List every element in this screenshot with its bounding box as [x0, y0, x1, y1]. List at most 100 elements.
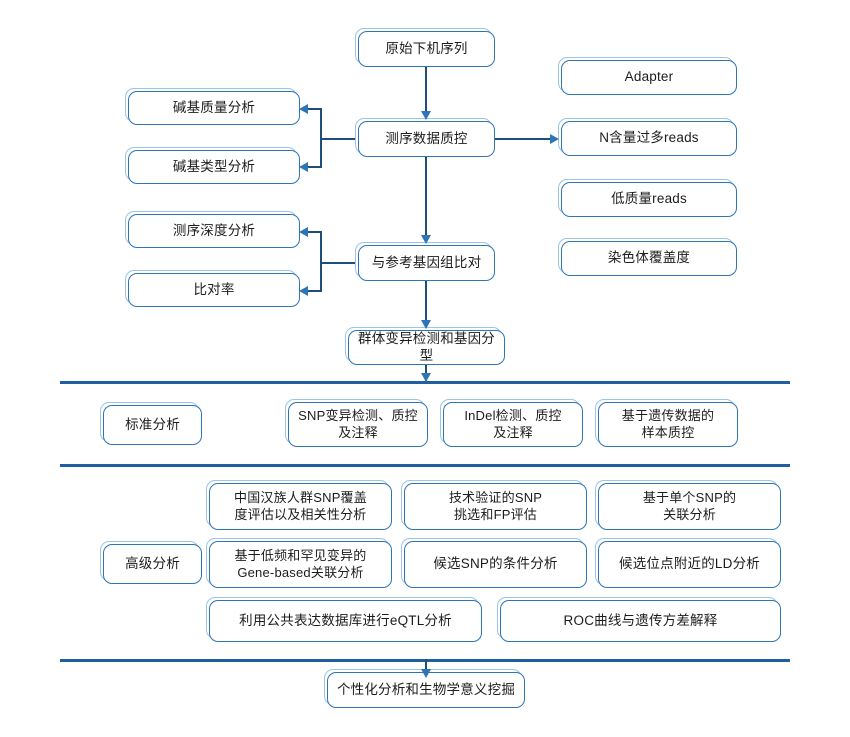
- arrowhead-qc-to-n-reads: [550, 133, 559, 144]
- node-gene-based-association-wrap: 基于低频和罕见变异的 Gene-based关联分析: [206, 538, 392, 588]
- node-snp-calling[interactable]: SNP变异检测、质控 及注释: [288, 402, 428, 447]
- node-indel-calling[interactable]: InDel检测、质控 及注释: [443, 402, 583, 447]
- node-n-reads[interactable]: N含量过多reads: [561, 121, 737, 156]
- node-n-reads-wrap: N含量过多reads: [558, 118, 737, 156]
- node-ld-analysis[interactable]: 候选位点附近的LD分析: [598, 541, 781, 588]
- node-raw-sequence[interactable]: 原始下机序列: [358, 31, 495, 67]
- section-label-standard-text: 标准分析: [125, 416, 180, 432]
- connector-raw-to-qc: [425, 67, 427, 114]
- node-adapter-wrap: Adapter: [558, 57, 737, 95]
- node-chromosome-coverage[interactable]: 染色体覆盖度: [561, 241, 737, 276]
- node-han-snp-coverage-wrap: 中国汉族人群SNP覆盖 度评估以及相关性分析: [206, 480, 392, 530]
- connector-qc-to-alignment: [425, 157, 427, 238]
- connector-alignment-to-depth: [307, 231, 322, 233]
- node-validated-snp-wrap: 技术验证的SNP 挑选和FP评估: [401, 480, 587, 530]
- node-conditional-analysis-label: 候选SNP的条件分析: [433, 556, 558, 572]
- arrowhead-qc-to-base-quality: [299, 103, 308, 114]
- node-n-reads-label: N含量过多reads: [599, 130, 699, 146]
- node-sample-qc[interactable]: 基于遗传数据的 样本质控: [598, 402, 738, 447]
- node-conditional-analysis-wrap: 候选SNP的条件分析: [401, 538, 587, 588]
- node-eqtl-analysis[interactable]: 利用公共表达数据库进行eQTL分析: [209, 600, 482, 642]
- connector-to-final: [425, 659, 427, 677]
- node-base-type-label: 碱基类型分析: [172, 158, 256, 174]
- connector-qc-to-base-quality: [307, 108, 322, 110]
- node-qc[interactable]: 测序数据质控: [358, 121, 495, 157]
- section-label-advanced[interactable]: 高级分析: [103, 544, 202, 584]
- node-personalized-analysis-label: 个性化分析和生物学意义挖掘: [336, 681, 516, 697]
- section-label-standard-wrap: 标准分析: [100, 402, 202, 445]
- connector-alignment-to-rate: [307, 290, 322, 292]
- section-label-standard[interactable]: 标准分析: [103, 405, 202, 445]
- node-chromosome-coverage-wrap: 染色体覆盖度: [558, 238, 737, 276]
- node-indel-calling-label: InDel检测、质控 及注释: [464, 407, 562, 440]
- node-base-type-wrap: 碱基类型分析: [125, 147, 300, 184]
- node-roc-variance-label: ROC曲线与遗传方差解释: [563, 612, 718, 628]
- node-alignment-wrap: 与参考基因组比对: [355, 242, 495, 281]
- node-variant-calling-label: 群体变异检测和基因分型: [358, 330, 495, 363]
- node-chromosome-coverage-label: 染色体覆盖度: [607, 250, 691, 266]
- node-conditional-analysis[interactable]: 候选SNP的条件分析: [404, 541, 587, 588]
- section-label-advanced-text: 高级分析: [125, 555, 180, 571]
- node-base-quality[interactable]: 碱基质量分析: [128, 91, 300, 125]
- arrowhead-variant-to-standard: [420, 373, 431, 382]
- node-raw-sequence-label: 原始下机序列: [385, 40, 468, 56]
- node-depth-analysis[interactable]: 测序深度分析: [128, 214, 300, 248]
- node-single-snp-association[interactable]: 基于单个SNP的 关联分析: [598, 483, 781, 530]
- arrowhead-alignment-to-rate: [299, 285, 308, 296]
- node-sample-qc-wrap: 基于遗传数据的 样本质控: [595, 399, 738, 447]
- section-divider-top: [60, 381, 790, 384]
- section-label-advanced-wrap: 高级分析: [100, 541, 202, 584]
- arrowhead-alignment-to-depth: [299, 226, 308, 237]
- node-low-quality-reads-label: 低质量reads: [611, 191, 687, 207]
- arrowhead-alignment-to-variant: [420, 320, 431, 329]
- connector-qc-to-n-reads: [495, 138, 552, 140]
- node-single-snp-association-wrap: 基于单个SNP的 关联分析: [595, 480, 781, 530]
- node-gene-based-association[interactable]: 基于低频和罕见变异的 Gene-based关联分析: [209, 541, 392, 588]
- node-snp-calling-wrap: SNP变异检测、质控 及注释: [285, 399, 428, 447]
- node-indel-calling-wrap: InDel检测、质控 及注释: [440, 399, 583, 447]
- node-variant-calling-wrap: 群体变异检测和基因分型: [345, 327, 505, 365]
- connector-qc-left-stem: [320, 138, 358, 140]
- node-low-quality-reads[interactable]: 低质量reads: [561, 182, 737, 217]
- node-base-quality-label: 碱基质量分析: [172, 99, 256, 115]
- node-roc-variance-wrap: ROC曲线与遗传方差解释: [497, 597, 781, 642]
- arrowhead-to-final: [420, 669, 431, 678]
- node-roc-variance[interactable]: ROC曲线与遗传方差解释: [500, 600, 781, 642]
- node-low-quality-reads-wrap: 低质量reads: [558, 179, 737, 217]
- node-adapter[interactable]: Adapter: [561, 60, 737, 95]
- node-alignment-rate[interactable]: 比对率: [128, 273, 300, 307]
- node-variant-calling[interactable]: 群体变异检测和基因分型: [348, 330, 505, 365]
- node-base-type[interactable]: 碱基类型分析: [128, 150, 300, 184]
- connector-alignment-to-variant: [425, 281, 427, 323]
- node-sample-qc-label: 基于遗传数据的 样本质控: [621, 407, 715, 440]
- node-qc-label: 测序数据质控: [385, 130, 468, 146]
- node-single-snp-association-label: 基于单个SNP的 关联分析: [642, 489, 737, 522]
- node-alignment-label: 与参考基因组比对: [371, 254, 482, 270]
- node-raw-sequence-wrap: 原始下机序列: [355, 28, 495, 67]
- node-han-snp-coverage[interactable]: 中国汉族人群SNP覆盖 度评估以及相关性分析: [209, 483, 392, 530]
- section-divider-middle: [60, 464, 790, 467]
- connector-qc-left-bus: [320, 108, 322, 168]
- node-ld-analysis-label: 候选位点附近的LD分析: [619, 556, 760, 572]
- node-depth-analysis-wrap: 测序深度分析: [125, 211, 300, 248]
- node-personalized-analysis[interactable]: 个性化分析和生物学意义挖掘: [327, 672, 525, 708]
- node-han-snp-coverage-label: 中国汉族人群SNP覆盖 度评估以及相关性分析: [234, 489, 367, 522]
- arrowhead-qc-to-alignment: [420, 235, 431, 244]
- node-depth-analysis-label: 测序深度分析: [172, 222, 256, 238]
- node-validated-snp[interactable]: 技术验证的SNP 挑选和FP评估: [404, 483, 587, 530]
- arrowhead-qc-to-base-type: [299, 161, 308, 172]
- node-validated-snp-label: 技术验证的SNP 挑选和FP评估: [448, 489, 543, 522]
- node-alignment-rate-wrap: 比对率: [125, 270, 300, 307]
- node-gene-based-association-label: 基于低频和罕见变异的 Gene-based关联分析: [234, 547, 367, 580]
- node-alignment-rate-label: 比对率: [193, 281, 235, 297]
- node-base-quality-wrap: 碱基质量分析: [125, 88, 300, 125]
- node-ld-analysis-wrap: 候选位点附近的LD分析: [595, 538, 781, 588]
- connector-qc-to-base-type: [307, 166, 322, 168]
- node-snp-calling-label: SNP变异检测、质控 及注释: [298, 407, 418, 440]
- connector-alignment-left-stem: [320, 262, 358, 264]
- node-adapter-label: Adapter: [624, 69, 674, 85]
- node-qc-wrap: 测序数据质控: [355, 118, 495, 157]
- node-eqtl-analysis-label: 利用公共表达数据库进行eQTL分析: [239, 612, 452, 628]
- node-alignment[interactable]: 与参考基因组比对: [358, 245, 495, 281]
